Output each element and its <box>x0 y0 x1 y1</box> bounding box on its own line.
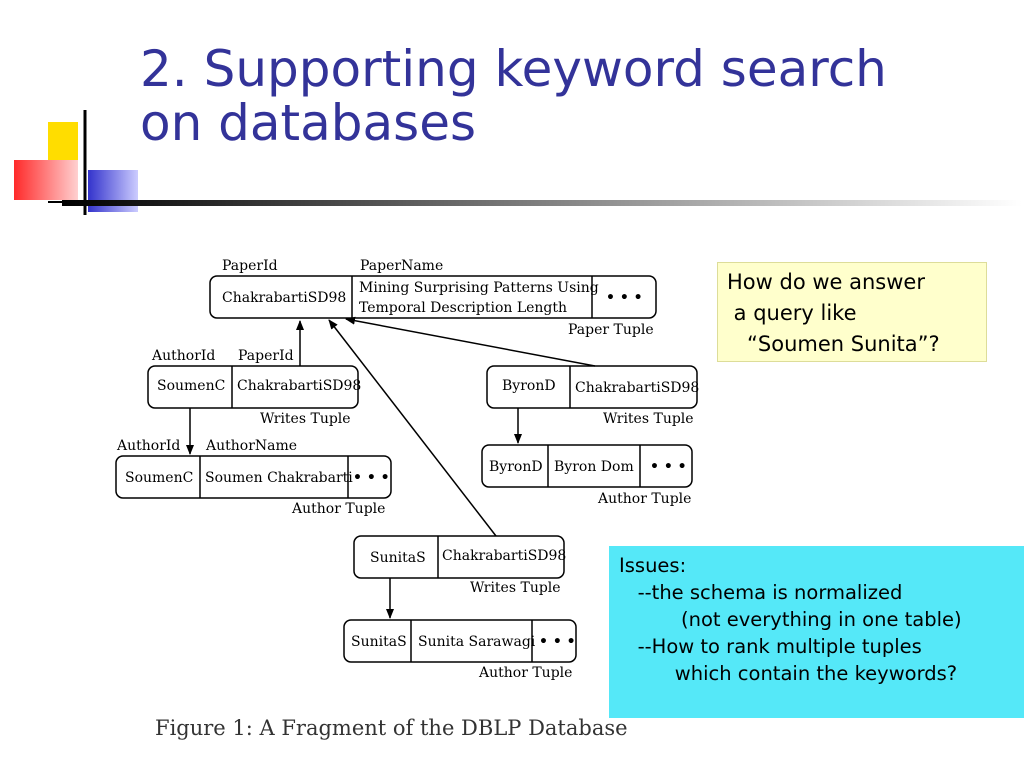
writes-byron-paper: ChakrabartiSD98 <box>575 380 699 396</box>
paper-tuple-box <box>209 275 657 319</box>
author-soumen-ellipsis: • • • <box>353 470 390 486</box>
author-byron-label: Author Tuple <box>597 491 691 507</box>
paper-tuple: PaperId PaperName ChakrabartiSD98 Mining… <box>209 258 657 338</box>
author-header-id: AuthorId <box>116 438 180 454</box>
writes-tuple-byron: ByronD ChakrabartiSD98 Writes Tuple <box>486 365 699 427</box>
arrow-writes-byron-to-paper <box>345 316 596 367</box>
paper-header-name: PaperName <box>360 258 443 274</box>
writes-soumen-paper: ChakrabartiSD98 <box>237 378 361 394</box>
author-tuple-sunita: SunitaS Sunita Sarawagi • • • Author Tup… <box>343 619 577 681</box>
author-header-name: AuthorName <box>205 438 297 454</box>
writes-sunita-author: SunitaS <box>370 550 426 566</box>
paper-name-line-2: Temporal Description Length <box>359 300 567 316</box>
writes-header-paper: PaperId <box>238 348 294 364</box>
question-line-3: “Soumen Sunita”? <box>727 332 940 356</box>
issues-line-2: --the schema is normalized <box>619 581 903 604</box>
writes-soumen-label: Writes Tuple <box>260 411 351 427</box>
query-question-box: How do we answer a query like “Soumen Su… <box>717 262 987 362</box>
author-sunita-label: Author Tuple <box>478 665 572 681</box>
writes-sunita-box <box>353 535 565 579</box>
writes-byron-label: Writes Tuple <box>603 411 694 427</box>
author-byron-name: Byron Dom <box>554 459 634 475</box>
issues-line-3: (not everything in one table) <box>619 608 962 631</box>
paper-tuple-label: Paper Tuple <box>568 322 654 338</box>
author-soumen-name: Soumen Chakrabarti <box>205 470 353 486</box>
author-tuple-soumen: AuthorId AuthorName SoumenC Soumen Chakr… <box>115 438 392 517</box>
writes-tuple-soumen: AuthorId PaperId SoumenC ChakrabartiSD98… <box>147 348 361 427</box>
title-line-1: 2. Supporting keyword search <box>140 40 887 98</box>
issues-line-1: Issues: <box>619 554 687 577</box>
author-sunita-name: Sunita Sarawagi <box>418 634 536 650</box>
writes-header-author: AuthorId <box>151 348 215 364</box>
paper-id-cell: ChakrabartiSD98 <box>222 290 346 306</box>
author-byron-id: ByronD <box>489 459 543 475</box>
question-line-1: How do we answer <box>727 270 925 294</box>
issues-line-5: which contain the keywords? <box>619 662 958 685</box>
writes-tuple-sunita: SunitaS ChakrabartiSD98 Writes Tuple <box>353 535 566 596</box>
arrow-writes-sunita-to-paper <box>328 319 497 537</box>
author-tuple-byron: ByronD Byron Dom • • • Author Tuple <box>481 444 693 507</box>
paper-header-id: PaperId <box>222 258 278 274</box>
slide-title: 2. Supporting keyword search on database… <box>140 42 1010 150</box>
writes-soumen-author: SoumenC <box>157 378 225 394</box>
paper-ellipsis: • • • <box>606 290 643 306</box>
writes-soumen-box <box>147 365 359 409</box>
author-sunita-id: SunitaS <box>351 634 407 650</box>
author-soumen-box <box>115 455 392 499</box>
writes-sunita-paper: ChakrabartiSD98 <box>442 548 566 564</box>
paper-name-line-1: Mining Surprising Patterns Using <box>359 280 599 296</box>
question-line-2: a query like <box>727 301 857 325</box>
author-byron-ellipsis: • • • <box>650 459 687 475</box>
author-soumen-id: SoumenC <box>125 470 193 486</box>
author-soumen-label: Author Tuple <box>291 501 385 517</box>
author-sunita-box <box>343 619 577 663</box>
writes-byron-author: ByronD <box>502 378 556 394</box>
issues-box: Issues: --the schema is normalized (not … <box>609 546 1024 718</box>
writes-sunita-label: Writes Tuple <box>470 580 561 596</box>
author-sunita-ellipsis: • • • <box>539 634 576 650</box>
title-line-2: on databases <box>140 94 477 152</box>
issues-line-4: --How to rank multiple tuples <box>619 635 922 658</box>
foreign-key-arrows <box>186 316 596 619</box>
figure-caption: Figure 1: A Fragment of the DBLP Databas… <box>155 716 628 740</box>
